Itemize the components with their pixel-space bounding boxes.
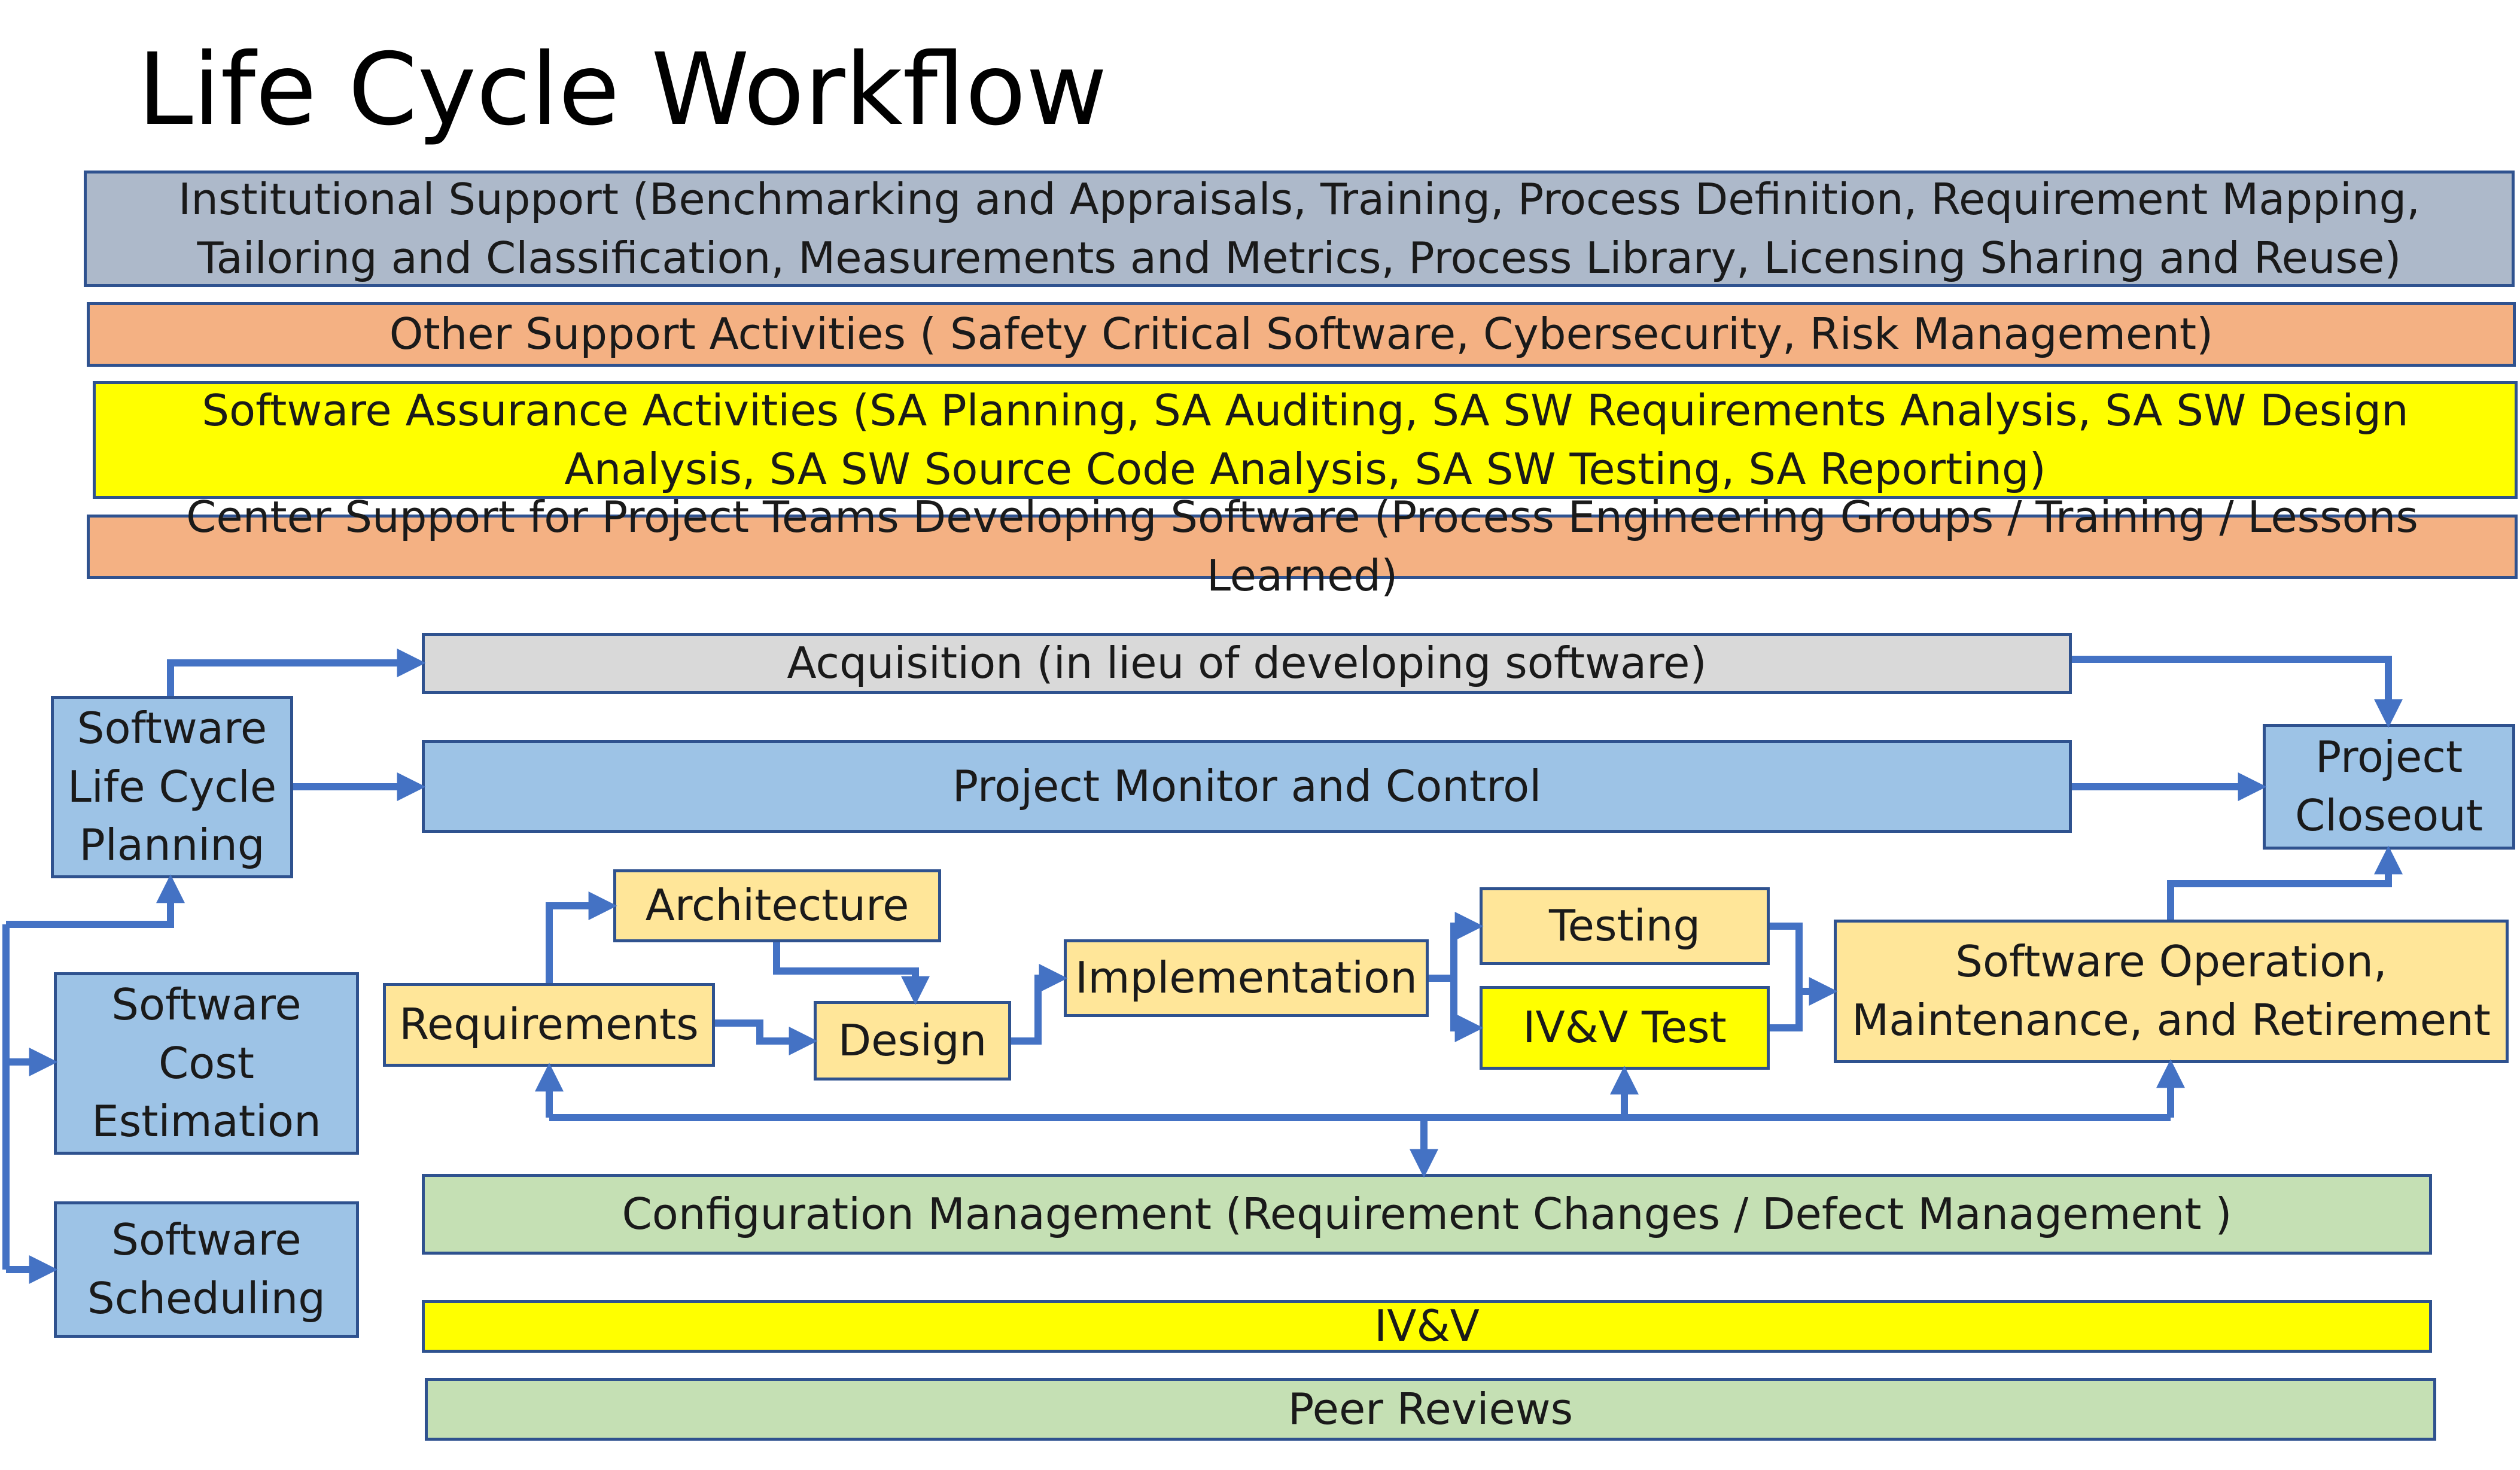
cost-line-2: Cost [158,1037,255,1088]
configuration-management-band: Configuration Management (Requirement Ch… [422,1174,2432,1255]
architecture-label: Architecture [645,880,909,931]
software-cost-estimation-box: Software Cost Estimation [54,972,359,1155]
center-support-band: Center Support for Project Teams Develop… [87,492,2518,601]
ivv-test-box: IV&V Test [1480,986,1770,1070]
planning-line-1: Software [77,702,267,753]
monitor-control-label: Project Monitor and Control [952,760,1542,811]
closeout-line-2: Closeout [2294,790,2484,841]
architecture-to-design-arrow [773,942,930,1005]
peer-reviews-label: Peer Reviews [1288,1383,1574,1434]
implementation-label: Implementation [1075,952,1417,1003]
implementation-to-ivv-arrow [1450,978,1484,1042]
software-life-cycle-planning-box: Software Life Cycle Planning [51,696,293,878]
operation-line-1: Software Operation, [1955,936,2387,987]
institutional-support-band: Institutional Support (Benchmarking and … [84,171,2515,287]
software-scheduling-box: Software Scheduling [54,1201,359,1338]
design-label: Design [838,1015,987,1066]
ivv-test-label: IV&V Test [1523,1002,1727,1053]
requirements-label: Requirements [399,999,699,1050]
closeout-line-1: Project [2315,732,2463,783]
operation-line-2: Maintenance, and Retirement [1852,995,2491,1045]
config-mgmt-label: Configuration Management (Requirement Ch… [622,1188,2232,1239]
project-monitor-control-box: Project Monitor and Control [422,740,2072,833]
software-assurance-label: Software Assurance Activities (SA Planni… [202,385,2409,494]
other-support-label: Other Support Activities ( Safety Critic… [389,309,2214,360]
design-box: Design [814,1001,1011,1081]
scheduling-line-2: Scheduling [87,1273,325,1323]
cost-line-1: Software [111,979,302,1030]
operation-to-closeout-arrow [2167,845,2403,920]
design-to-implementation-arrow [1011,964,1068,1045]
center-support-label: Center Support for Project Teams Develop… [186,492,2418,601]
scheduling-line-1: Software [111,1215,302,1265]
planning-line-3: Planning [79,820,265,871]
acquisition-to-closeout-arrow [2072,656,2403,728]
spine-to-planning-arrow [6,874,185,928]
page-title: Life Cycle Workflow [138,32,1107,148]
acquisition-box: Acquisition (in lieu of developing softw… [422,633,2072,694]
ivv-to-operation-arrow [1770,991,1803,1031]
implementation-to-testing-arrow [1450,912,1484,978]
institutional-support-label: Institutional Support (Benchmarking and … [178,174,2421,283]
testing-to-operation-arrow [1770,923,1838,1006]
cost-line-3: Estimation [92,1096,321,1147]
implementation-box: Implementation [1064,939,1429,1017]
requirements-to-design-arrow [715,1019,818,1055]
ivv-band: IV&V [422,1300,2432,1353]
other-support-band: Other Support Activities ( Safety Critic… [87,302,2516,367]
requirements-box: Requirements [383,983,715,1067]
software-operation-box: Software Operation, Maintenance, and Ret… [1834,920,2509,1063]
requirements-to-architecture-arrow [546,891,617,983]
acquisition-label: Acquisition (in lieu of developing softw… [787,638,1707,689]
software-assurance-band: Software Assurance Activities (SA Planni… [93,381,2518,499]
testing-label: Testing [1548,900,1701,951]
project-closeout-box: Project Closeout [2263,724,2515,850]
planning-line-2: Life Cycle [67,761,277,812]
peer-reviews-band: Peer Reviews [425,1378,2436,1441]
ivv-label: IV&V [1374,1301,1480,1352]
architecture-box: Architecture [613,869,941,942]
testing-box: Testing [1480,887,1770,965]
planning-to-acquisition-arrow [167,649,426,696]
